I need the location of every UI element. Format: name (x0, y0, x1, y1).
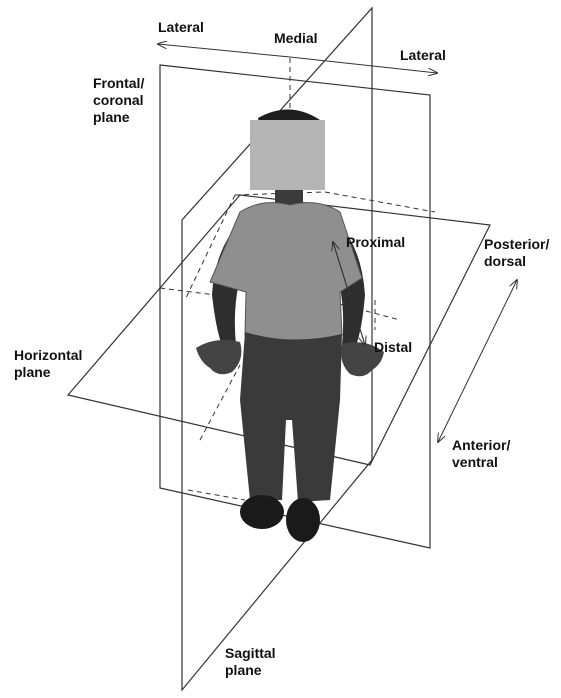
lateral-left-arrow (158, 44, 290, 57)
label-proximal: Proximal (346, 234, 405, 251)
label-horizontal-plane: Horizontal plane (14, 347, 82, 381)
right-shoe (240, 495, 284, 529)
anterior-arrow (438, 360, 478, 442)
posterior-arrow (478, 280, 517, 360)
label-distal: Distal (374, 339, 412, 356)
label-anterior-ventral: Anterior/ ventral (452, 437, 510, 471)
label-frontal-plane: Frontal/ coronal plane (93, 75, 144, 126)
jeans (240, 332, 342, 502)
label-sagittal-plane: Sagittal plane (225, 645, 276, 679)
left-shoe (286, 498, 320, 542)
label-lateral-right: Lateral (400, 47, 446, 64)
label-medial: Medial (274, 30, 318, 47)
right-hand (196, 340, 241, 374)
face-mask (250, 120, 325, 190)
label-posterior-dorsal: Posterior/ dorsal (484, 236, 549, 270)
label-lateral-left: Lateral (158, 19, 204, 36)
